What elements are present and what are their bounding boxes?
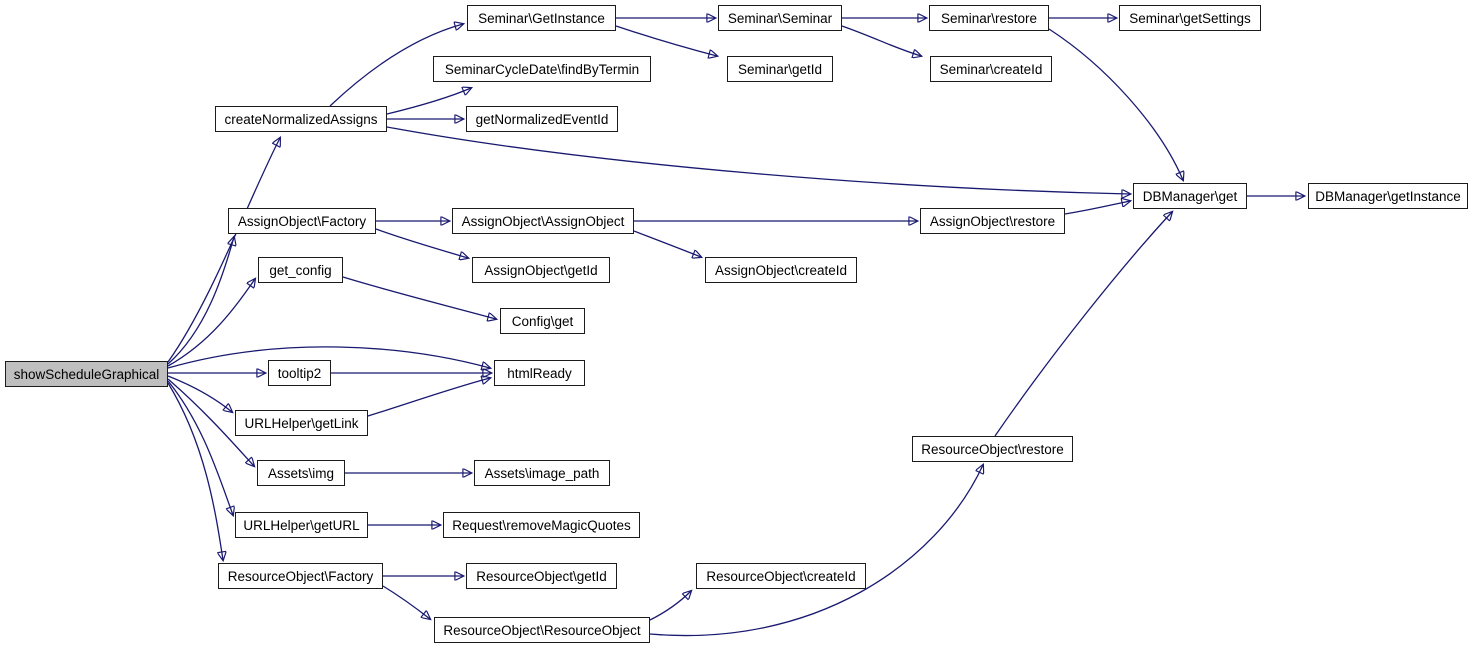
edge-assignobject-factory-assignobject-getid <box>375 228 468 258</box>
edge-seminar-getinstance-seminar-getid <box>615 25 717 56</box>
edge-seminar-seminar-seminar-createid <box>841 25 921 56</box>
node-dbmanager-get[interactable]: DBManager\get <box>1133 183 1247 209</box>
edge-createnormalizedassigns-seminarcycledate-findbytermin <box>386 88 471 115</box>
node-htmlready[interactable]: htmlReady <box>494 360 585 386</box>
edge-showschedulegraphical-urlhelper-getlink <box>167 375 232 412</box>
edge-showschedulegraphical-get-config <box>167 279 255 367</box>
node-config-get[interactable]: Config\get <box>500 308 585 334</box>
node-seminar-getid[interactable]: Seminar\getId <box>727 56 833 82</box>
node-get-config[interactable]: get_config <box>258 257 343 283</box>
node-seminar-getsettings[interactable]: Seminar\getSettings <box>1119 5 1261 31</box>
edge-get-config-config-get <box>342 276 496 319</box>
node-resourceobject-createid[interactable]: ResourceObject\createId <box>696 563 866 589</box>
edge-showschedulegraphical-htmlready <box>167 346 490 368</box>
node-assignobject-createid[interactable]: AssignObject\createId <box>705 257 857 283</box>
edge-showschedulegraphical-urlhelper-geturl <box>167 380 233 515</box>
edge-resourceobject-resourceobject-resourceobject-createid <box>649 591 691 621</box>
edge-showschedulegraphical-createnormalizedassigns <box>167 138 280 363</box>
edge-resourceobject-factory-resourceobject-resourceobject <box>382 585 430 619</box>
node-createnormalizedassigns[interactable]: createNormalizedAssigns <box>215 106 387 132</box>
node-assignobject-factory[interactable]: AssignObject\Factory <box>228 208 376 234</box>
edge-createnormalizedassigns-seminar-getinstance <box>329 24 463 107</box>
node-seminar-restore[interactable]: Seminar\restore <box>929 5 1049 31</box>
node-showschedulegraphical: showScheduleGraphical <box>5 361 168 387</box>
edge-seminar-restore-dbmanager-get <box>1048 28 1183 180</box>
edge-resourceobject-restore-dbmanager-get <box>994 212 1172 437</box>
edge-createnormalizedassigns-dbmanager-get <box>386 126 1130 194</box>
node-urlhelper-geturl[interactable]: URLHelper\getURL <box>235 512 368 538</box>
node-tooltip2[interactable]: tooltip2 <box>268 360 331 386</box>
node-seminar-createid[interactable]: Seminar\createId <box>930 56 1052 82</box>
edge-assignobject-restore-dbmanager-get <box>1064 201 1130 215</box>
edge-showschedulegraphical-resourceobject-factory <box>167 382 223 560</box>
node-assignobject-restore[interactable]: AssignObject\restore <box>920 208 1065 234</box>
node-dbmanager-getinstance[interactable]: DBManager\getInstance <box>1308 183 1468 209</box>
node-urlhelper-getlink[interactable]: URLHelper\getLink <box>235 410 368 436</box>
edge-assignobject-assignobject-assignobject-createid <box>633 230 701 257</box>
node-seminar-getinstance[interactable]: Seminar\GetInstance <box>467 5 616 31</box>
node-resourceobject-restore[interactable]: ResourceObject\restore <box>912 436 1073 462</box>
node-seminar-seminar[interactable]: Seminar\Seminar <box>718 5 842 31</box>
edge-showschedulegraphical-assignobject-factory <box>167 237 234 365</box>
node-seminarcycledate-findbytermin[interactable]: SeminarCycleDate\findByTermin <box>433 56 651 82</box>
node-assets-img[interactable]: Assets\img <box>257 460 345 486</box>
edge-showschedulegraphical-assets-img <box>167 378 254 466</box>
edge-urlhelper-getlink-htmlready <box>367 378 490 417</box>
edge-resourceobject-resourceobject-resourceobject-restore <box>649 465 983 637</box>
node-assignobject-getid[interactable]: AssignObject\getId <box>472 257 610 283</box>
node-request-removemagicquotes[interactable]: Request\removeMagicQuotes <box>443 512 640 538</box>
node-assets-image-path[interactable]: Assets\image_path <box>474 460 610 486</box>
node-getnormalizedeventid[interactable]: getNormalizedEventId <box>466 106 618 132</box>
node-resourceobject-getid[interactable]: ResourceObject\getId <box>466 563 617 589</box>
node-assignobject-assignobject[interactable]: AssignObject\AssignObject <box>452 208 634 234</box>
node-resourceobject-resourceobject[interactable]: ResourceObject\ResourceObject <box>434 617 650 643</box>
node-resourceobject-factory[interactable]: ResourceObject\Factory <box>218 563 383 589</box>
